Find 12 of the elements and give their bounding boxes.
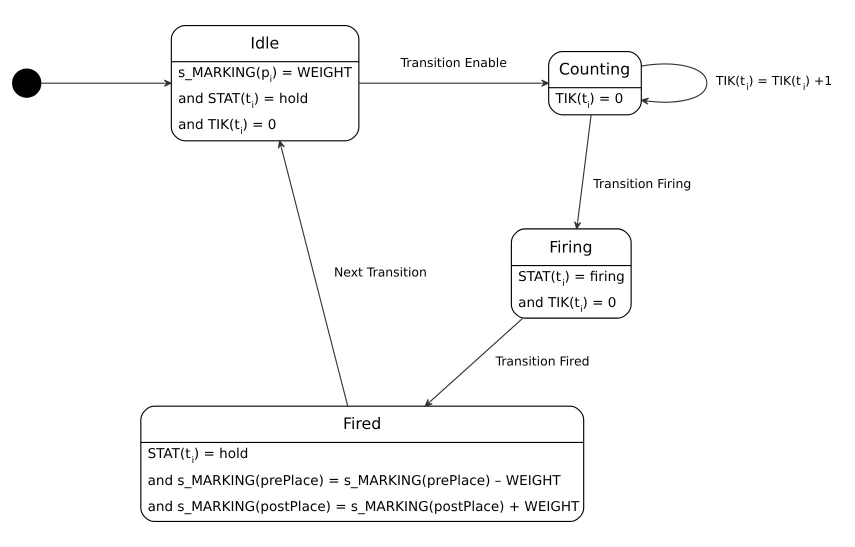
- node-circle: [12, 68, 42, 98]
- arrow: [574, 114, 592, 230]
- arrow: [424, 318, 524, 407]
- edge-label: Next Transition: [334, 264, 427, 280]
- edge-label: Transition Firing: [593, 176, 692, 191]
- arrow: [41, 80, 172, 87]
- edge-label: Transition Enable: [400, 55, 507, 70]
- arrow: [640, 64, 708, 105]
- edge-label: TIK(t$_{i}$) = TIK(t$_{i}$) +1: [716, 73, 832, 94]
- arrow: [359, 80, 549, 87]
- arrow: [278, 140, 348, 406]
- edge-label: Transition Fired: [496, 353, 590, 368]
